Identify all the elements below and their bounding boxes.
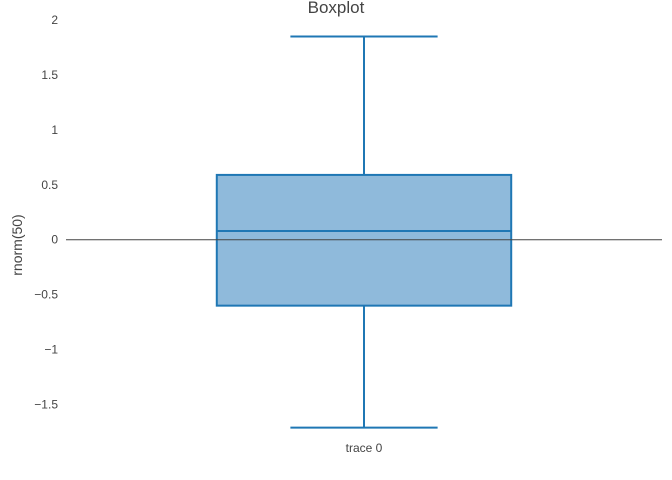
y-tick-label: 2	[51, 13, 58, 27]
x-tick-label: trace 0	[346, 441, 383, 455]
y-tick-label: −1.5	[34, 398, 58, 412]
y-tick-label: −1	[44, 343, 58, 357]
y-tick-label: −0.5	[34, 288, 58, 302]
chart-title: Boxplot	[308, 0, 365, 17]
y-tick-label: 1.5	[41, 68, 58, 82]
iqr-box	[215, 173, 513, 307]
y-axis-title: rnorm(50)	[9, 214, 25, 275]
x-axis-ticks: trace 0	[346, 441, 383, 455]
y-tick-label: 0.5	[41, 178, 58, 192]
y-tick-label: 1	[51, 123, 58, 137]
y-tick-label: 0	[51, 233, 58, 247]
y-axis-ticks: 2 1.5 1 0.5 0 −0.5 −1 −1.5	[34, 13, 58, 412]
box-trace	[215, 35, 513, 429]
plot-area	[66, 35, 662, 429]
